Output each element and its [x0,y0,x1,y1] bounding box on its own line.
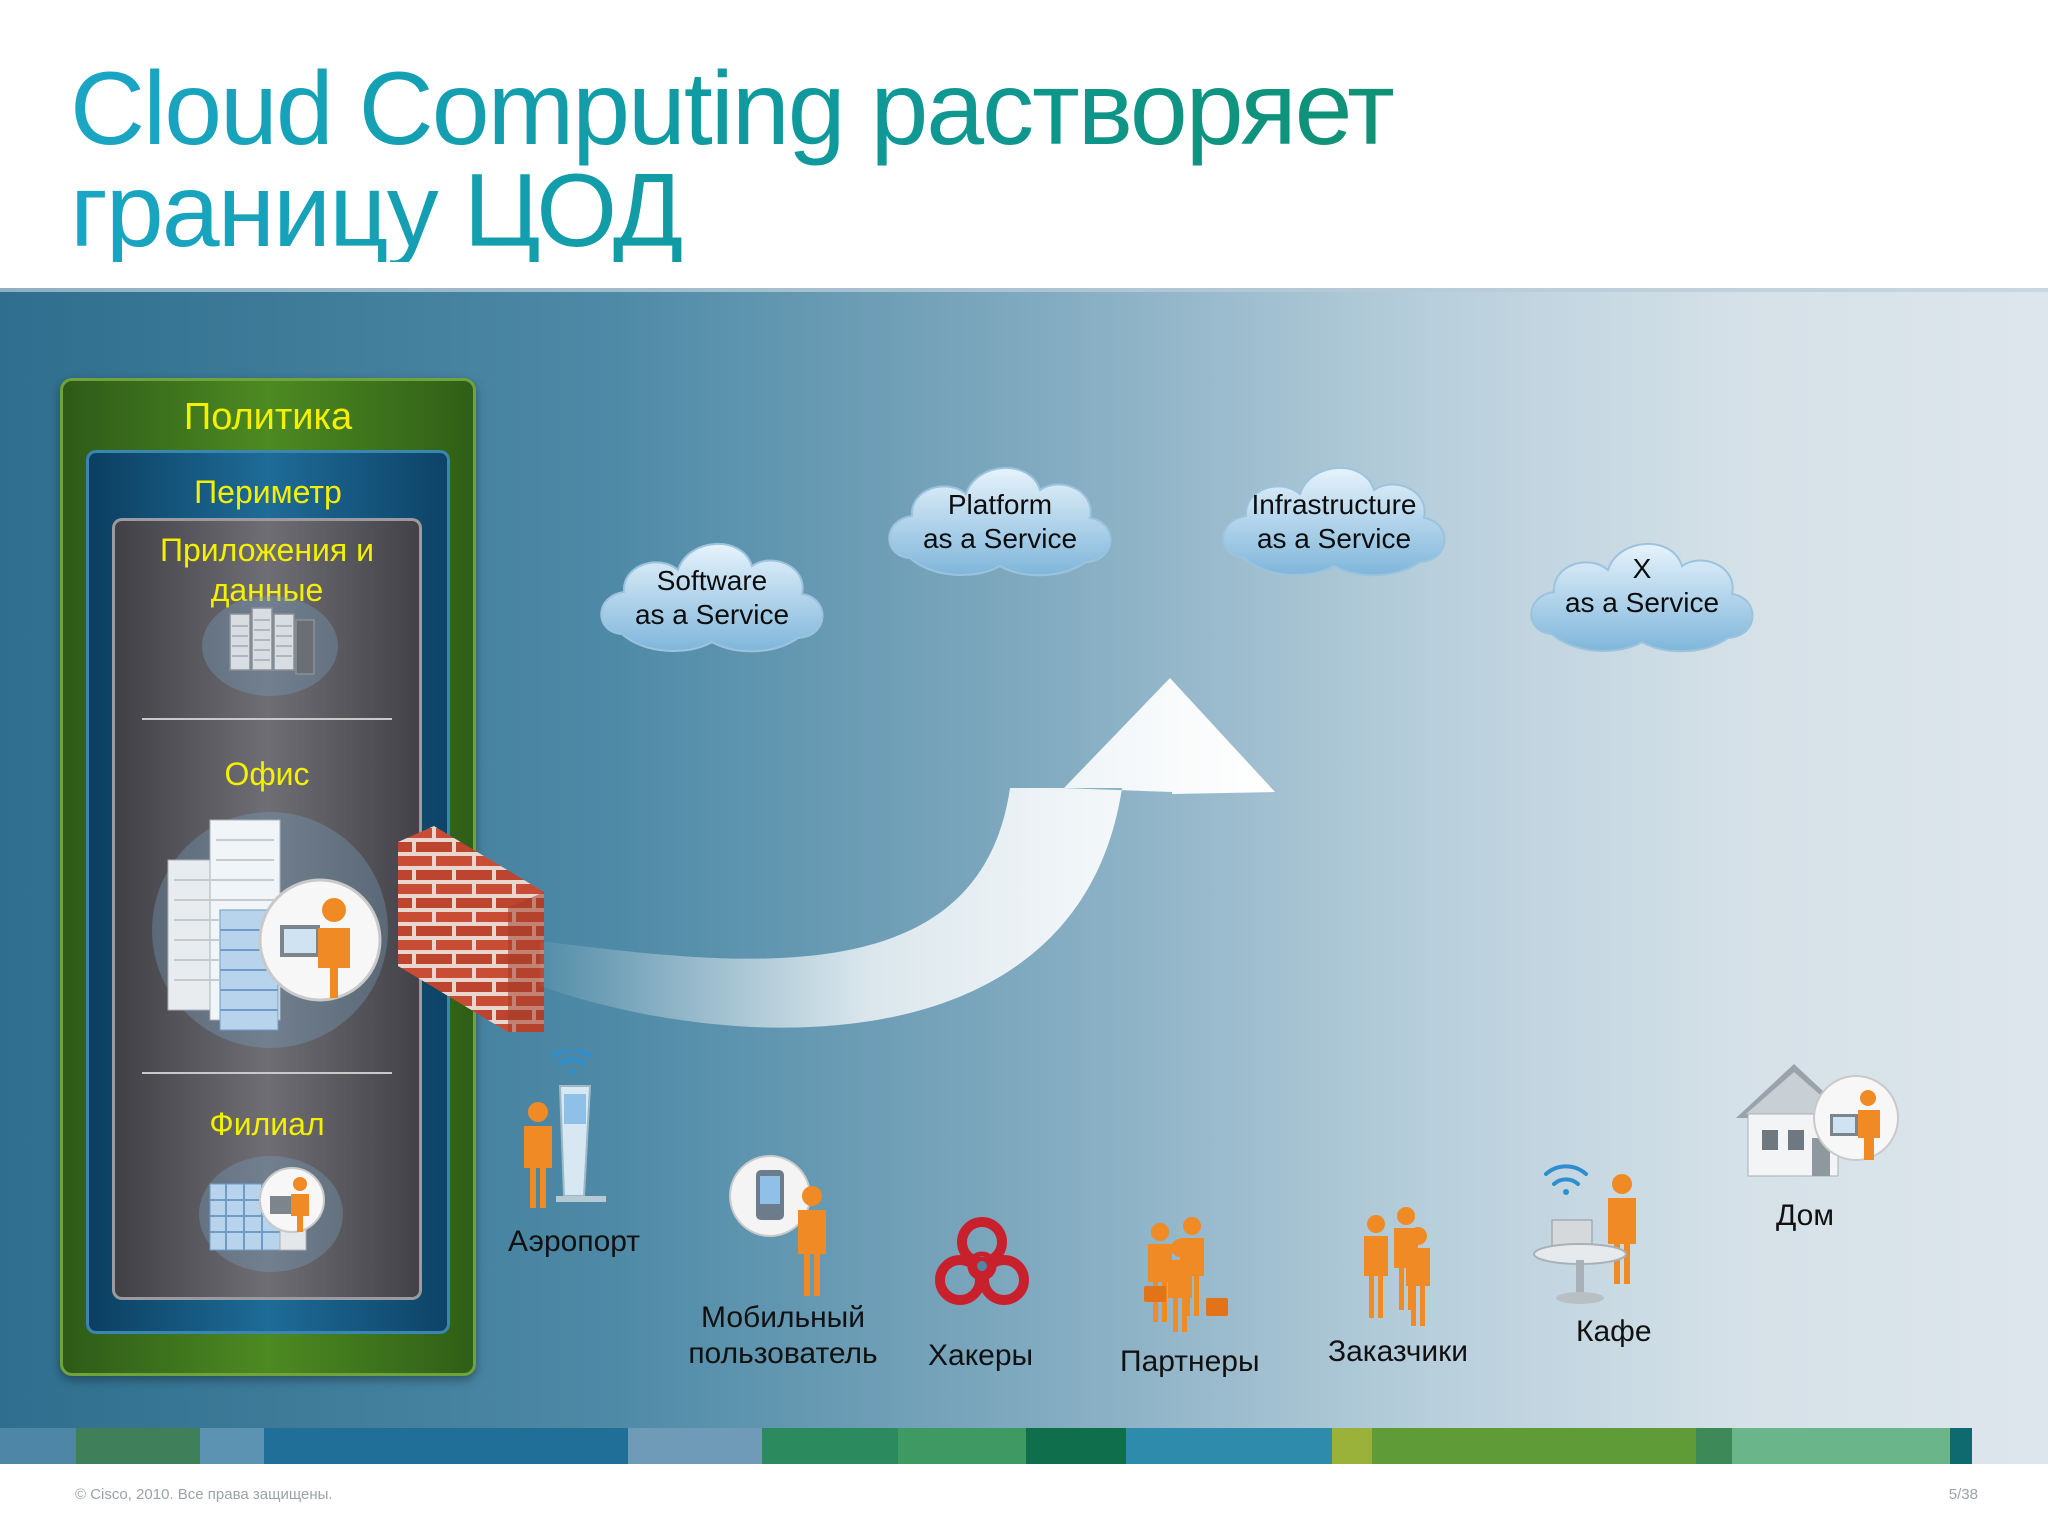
home-label: Дом [1776,1199,1834,1232]
cloud-icon [1222,467,1446,577]
firewall-brick-icon [398,826,544,1032]
title-line-1: Cloud Computing растворяет [70,51,1393,167]
cloud-icon [888,467,1112,577]
airport-label: Аэропорт [508,1225,641,1258]
cloud-xaas-line-2: as a Service [1564,587,1720,618]
cafe-table-icon [1533,1164,1636,1304]
zone-divider-1 [142,718,392,720]
mobile-label-line-1: Мобильный [701,1301,865,1334]
cloud-iaas-line-2: as a Service [1256,523,1412,554]
title-line-2: границу ЦОД [70,153,682,269]
upward-curved-arrow [540,678,1275,1028]
branch-label: Филиал [209,1106,325,1142]
apps-label-line-1: Приложения и [160,532,374,568]
perimeter-label: Периметр [194,474,342,510]
branch-building-icon [199,1156,343,1272]
panel-top-edge [0,288,2048,294]
cloud-iaas-line-1: Infrastructure [1251,489,1417,520]
cloud-xaas-line-1: X [1632,553,1652,584]
house-icon [1736,1064,1899,1177]
mobile-label-line-2: пользователь [688,1337,878,1370]
mobile-user-label: Мобильный пользователь [688,1300,878,1372]
slide-title: Cloud Computing растворяет границу ЦОД [70,58,1570,262]
copyright-text: © Cisco, 2010. Все права защищены. [75,1486,333,1503]
biohazard-icon [935,1217,1029,1305]
cloud-iaas: Infrastructure as a Service [1214,448,1454,588]
cloud-saas-line-2: as a Service [634,599,790,630]
customers-group-icon [1364,1207,1430,1326]
cloud-icon [600,543,824,653]
cloud-saas-line-1: Software [656,565,768,596]
airport-kiosk-icon [524,1050,606,1208]
page-number: 5/38 [1948,1486,1978,1503]
cloud-xaas: X as a Service [1522,524,1762,664]
office-label: Офис [224,756,310,792]
cloud-paas-line-2: as a Service [922,523,1078,554]
hackers-label: Хакеры [928,1339,1034,1372]
cloud-saas: Software as a Service [592,524,832,664]
policy-label: Политика [183,396,353,438]
apps-label-line-2: данные [210,572,324,608]
customers-label: Заказчики [1328,1335,1468,1368]
cloud-icon [1530,543,1754,653]
server-rack-icon [202,596,338,696]
footer-color-bar [0,1428,1972,1464]
partners-label: Партнеры [1120,1345,1260,1378]
apps-label: Приложения и данные [112,530,422,610]
cloud-paas: Platform as a Service [880,448,1120,588]
zone-divider-2 [142,1072,392,1074]
partners-group-icon [1144,1217,1228,1332]
cafe-label: Кафе [1576,1315,1652,1348]
cloud-paas-line-1: Platform [947,489,1053,520]
office-building-icon [152,812,388,1048]
mobile-user-icon [729,1155,826,1296]
